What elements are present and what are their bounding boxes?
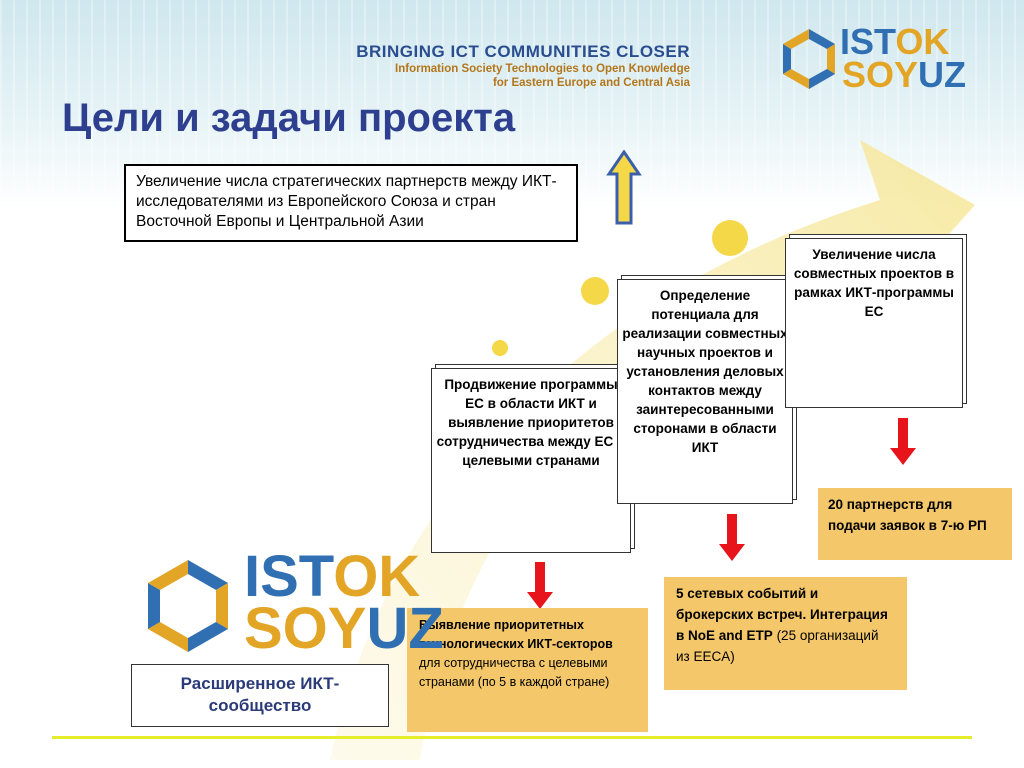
progress-dot-medium <box>581 277 609 305</box>
result-box-2: 5 сетевых событий и брокерских встреч. И… <box>664 577 907 690</box>
step-box-3: Увеличение числа совместных проектов в р… <box>785 238 963 408</box>
project-header: BRINGING ICT COMMUNITIES CLOSER Informat… <box>330 42 690 90</box>
header-pattern <box>0 0 1024 190</box>
step-box-2: Определение потенциала для реализации со… <box>617 279 793 504</box>
goal-box: Увеличение числа стратегических партнерс… <box>124 164 578 242</box>
down-arrow-icon-2 <box>719 514 745 561</box>
community-box: Расширенное ИКТ-сообщество <box>131 664 389 727</box>
header-title: BRINGING ICT COMMUNITIES CLOSER <box>356 42 690 61</box>
istok-soyuz-logo-emblem-small <box>783 29 835 89</box>
logo-text-line2-large: SOYUZ <box>244 596 444 661</box>
page-title: Цели и задачи проекта <box>62 96 516 140</box>
logo-text-line2-small: SOYUZ <box>842 54 967 95</box>
bottom-divider <box>52 736 972 739</box>
progress-dot-small <box>492 340 508 356</box>
result-1-bold: Выявление приоритетных технологических И… <box>419 618 613 651</box>
logo-text-line1-small: ISTOK <box>840 21 950 62</box>
swoosh-shape <box>330 140 975 760</box>
result-1-text: для сотрудничества с целевыми странами (… <box>419 656 610 689</box>
istok-soyuz-logo-emblem-large <box>148 560 228 652</box>
progress-dot-large <box>712 220 748 256</box>
result-box-1: Выявление приоритетных технологических И… <box>407 608 648 732</box>
result-2-text: (25 организаций из EECA) <box>676 628 879 664</box>
result-3-bold: 20 партнерств для подачи заявок в 7-ю РП <box>828 497 987 533</box>
result-2-bold: 5 сетевых событий и брокерских встреч. И… <box>676 586 888 643</box>
header-subtitle-line1: Information Society Technologies to Open… <box>395 63 690 75</box>
step-box-1: Продвижение программы ЕС в области ИКТ и… <box>431 368 631 553</box>
up-arrow-icon <box>606 150 642 225</box>
header-subtitle-line2: for Eastern Europe and Central Asia <box>492 77 690 89</box>
down-arrow-icon-1 <box>527 562 553 609</box>
result-box-3: 20 партнерств для подачи заявок в 7-ю РП <box>818 488 1012 560</box>
logo-text-line1-large: ISTOK <box>244 544 421 609</box>
down-arrow-icon-3 <box>890 418 916 465</box>
